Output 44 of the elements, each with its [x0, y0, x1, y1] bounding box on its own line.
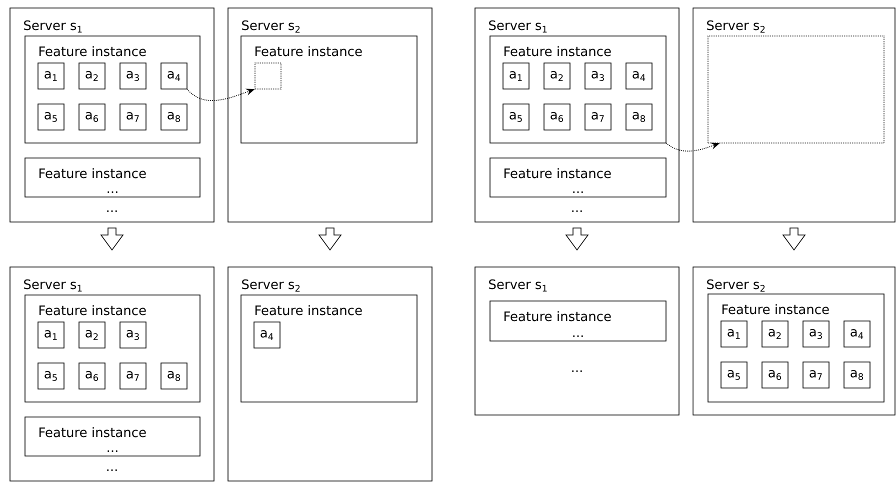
item-box: a$_{1}$ — [720, 320, 748, 348]
item-box: a$_{3}$ — [120, 62, 146, 90]
item-box: a$_{3}$ — [120, 322, 146, 348]
item-box: a$_{1}$ — [38, 322, 64, 348]
feature-instance-box: Feature instance ... — [24, 416, 200, 456]
item-box: a$_{7}$ — [120, 362, 146, 390]
item-box: a$_{4}$ — [626, 62, 652, 90]
placeholder-box — [254, 62, 282, 90]
item-box: a$_{8}$ — [626, 104, 652, 130]
block-arrow — [100, 228, 124, 251]
item-box: a$_{4}$ — [160, 62, 188, 90]
item-box: a$_{5}$ — [502, 104, 530, 130]
item-box: a$_{6}$ — [78, 104, 106, 130]
item-box: a$_{6}$ — [762, 362, 788, 388]
item-box: a$_{7}$ — [802, 362, 830, 388]
item-box: a$_{7}$ — [584, 104, 612, 130]
feature-instance-box: Feature instance ... — [490, 158, 666, 198]
placeholder-box — [708, 36, 884, 144]
feature-instance-box: Feature instance — [240, 36, 418, 144]
item-box: a$_{3}$ — [584, 62, 612, 90]
item-box: a$_{7}$ — [120, 104, 146, 130]
item-box: a$_{8}$ — [160, 104, 188, 130]
item-box: a$_{2}$ — [544, 62, 570, 90]
server-box: Server s$_{2}$ — [692, 8, 896, 222]
item-box: a$_{4}$ — [254, 322, 280, 348]
item-box: a$_{8}$ — [844, 362, 870, 388]
item-box: a$_{6}$ — [544, 104, 570, 130]
item-box: a$_{5}$ — [720, 362, 748, 388]
item-box: a$_{2}$ — [762, 320, 788, 348]
item-box: a$_{6}$ — [78, 362, 106, 390]
item-box: a$_{1}$ — [38, 62, 64, 90]
item-box: a$_{5}$ — [38, 362, 64, 390]
item-box: a$_{4}$ — [844, 320, 870, 348]
feature-instance-box: Feature instance ... — [24, 158, 200, 198]
feature-instance-box: Feature instance ... — [490, 300, 666, 342]
block-arrow — [782, 228, 806, 251]
item-box: a$_{1}$ — [502, 62, 530, 90]
item-box: a$_{3}$ — [802, 320, 830, 348]
item-box: a$_{2}$ — [78, 62, 106, 90]
item-box: a$_{5}$ — [38, 104, 64, 130]
item-box: a$_{8}$ — [160, 362, 188, 390]
block-arrow — [318, 228, 342, 251]
block-arrow — [565, 228, 589, 251]
item-box: a$_{2}$ — [78, 322, 106, 348]
